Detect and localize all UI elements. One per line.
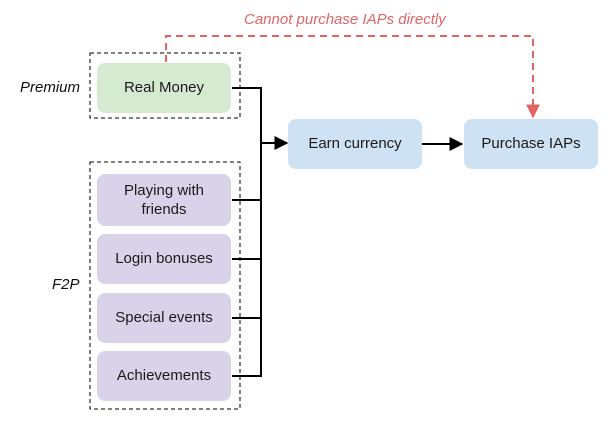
node-earn-currency: Earn currency [288,119,422,169]
premium-group-border [89,52,241,119]
blocked-direct-path [165,35,540,119]
node-special-events: Special events [97,293,231,343]
node-login-bonuses: Login bonuses [97,234,231,284]
source-connectors [232,87,262,377]
connector-real-money [232,87,262,143]
connector-achievements [232,143,262,377]
premium-group-label: Premium [20,79,81,96]
blocked-path-annotation: Cannot purchase IAPs directly [244,11,446,28]
node-purchase-iaps: Purchase IAPs [464,119,598,169]
node-playing-with-friends: Playing with friends [97,174,231,226]
f2p-group-label: F2P [52,276,80,293]
f2p-group-border [89,161,241,410]
node-achievements: Achievements [97,351,231,401]
node-real-money: Real Money [97,63,231,113]
